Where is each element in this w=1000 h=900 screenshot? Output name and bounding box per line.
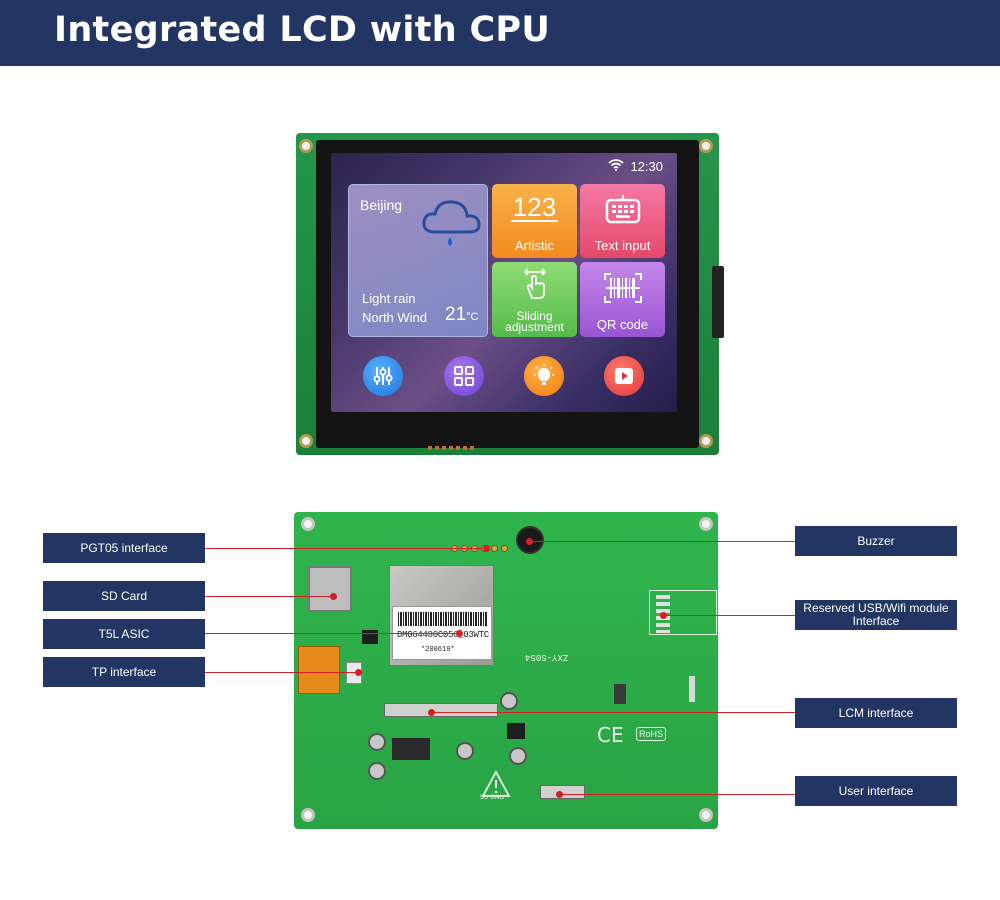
- callout-lcm: LCM interface: [795, 698, 957, 728]
- text-input-tile[interactable]: Text input: [580, 184, 665, 258]
- asic-label-line1: DMG64480C056_03WTC: [397, 630, 489, 640]
- leader-dot-lcm: [428, 709, 435, 716]
- leader-line-buzzer: [529, 541, 795, 542]
- leader-line-user: [559, 794, 795, 795]
- leader-dot-t5l: [456, 630, 463, 637]
- leader-line-lcm: [431, 712, 795, 713]
- callout-usb-wifi-line1: Reserved USB/Wifi module: [803, 601, 949, 615]
- mount-hole: [699, 808, 713, 822]
- leader-dot-tp: [355, 669, 362, 676]
- asic-label-line2: *200619*: [421, 646, 455, 654]
- clock-text: 12:30: [630, 159, 663, 174]
- mount-hole: [299, 139, 313, 153]
- usb-wifi-outline: [649, 590, 717, 635]
- callout-sd-card: SD Card: [43, 581, 205, 611]
- sliders-icon[interactable]: [363, 356, 403, 396]
- callout-usb-wifi-line2: Interface: [852, 614, 900, 628]
- capacitor: [500, 692, 518, 710]
- warning-triangle-icon: [481, 770, 511, 797]
- callout-buzzer: Buzzer: [795, 526, 957, 556]
- capacitor: [368, 733, 386, 751]
- grid-icon[interactable]: [444, 356, 484, 396]
- callout-pgt05: PGT05 interface: [43, 533, 205, 563]
- ic-chip: [507, 723, 525, 739]
- tp-connector: [298, 646, 340, 694]
- lcd-screen: 12:30 Beijing Light rain North Wind 21°C…: [331, 153, 677, 412]
- keyboard-icon: [580, 194, 665, 224]
- status-bar: 12:30: [608, 159, 663, 174]
- mount-hole: [699, 434, 713, 448]
- pads: [689, 676, 695, 702]
- inductor: [392, 738, 430, 760]
- leader-dot-pgt05: [483, 545, 490, 552]
- ce-mark: CE: [597, 723, 624, 747]
- number-icon: 123: [492, 194, 577, 222]
- temperature-unit: °C: [466, 311, 479, 323]
- sliding-label-line2: adjustment: [505, 320, 564, 334]
- leader-dot-usb: [660, 612, 667, 619]
- leader-line-pgt05: [205, 548, 487, 549]
- leader-line-usb: [663, 615, 795, 616]
- mount-hole: [699, 517, 713, 531]
- weather-city: Beijing: [360, 197, 403, 213]
- weather-condition: Light rain: [362, 291, 416, 306]
- weather-temperature: 21°C: [445, 304, 478, 326]
- leader-line-sd: [205, 596, 333, 597]
- capacitor: [509, 747, 527, 765]
- leader-line-tp: [205, 672, 358, 673]
- bulb-icon[interactable]: [524, 356, 564, 396]
- warning-text: SU ONLY: [480, 794, 506, 801]
- callout-t5l-asic: T5L ASIC: [43, 619, 205, 649]
- side-connector: [712, 266, 724, 338]
- sd-card-slot: [308, 566, 352, 612]
- artistic-tile[interactable]: 123 Artistic: [492, 184, 577, 258]
- wifi-icon: [608, 159, 625, 174]
- weather-wind: North Wind: [362, 310, 428, 325]
- mount-hole: [699, 139, 713, 153]
- qr-code-tile[interactable]: QR code: [580, 262, 665, 337]
- play-icon[interactable]: [604, 356, 644, 396]
- swipe-hand-icon: [492, 266, 577, 300]
- leader-dot-sd: [330, 593, 337, 600]
- rain-cloud-icon: [421, 199, 483, 254]
- artistic-label: Artistic: [515, 238, 554, 253]
- barcode: [398, 612, 488, 626]
- capacitor: [456, 742, 474, 760]
- barcode-icon: [580, 272, 665, 304]
- lcm-connector: [384, 703, 498, 717]
- temperature-value: 21: [445, 304, 467, 325]
- callout-tp: TP interface: [43, 657, 205, 687]
- page-title: Integrated LCD with CPU: [54, 10, 551, 50]
- qr-code-label: QR code: [596, 317, 649, 332]
- leader-dot-user: [556, 791, 563, 798]
- header-bar: Integrated LCD with CPU: [0, 0, 1000, 66]
- callout-user: User interface: [795, 776, 957, 806]
- sliding-label-line1: Sliding: [516, 309, 553, 323]
- leader-dot-buzzer: [526, 538, 533, 545]
- back-pcb: [294, 512, 718, 829]
- artistic-icon-text: 123: [510, 192, 559, 222]
- leader-line-t5l: [205, 633, 459, 634]
- mount-hole: [301, 517, 315, 531]
- ic-chip: [614, 684, 626, 704]
- text-input-label: Text input: [594, 238, 651, 253]
- mount-hole: [299, 434, 313, 448]
- mount-hole: [301, 808, 315, 822]
- capacitor: [368, 762, 386, 780]
- pin-strip: [428, 446, 474, 450]
- weather-tile[interactable]: Beijing Light rain North Wind 21°C: [348, 184, 488, 337]
- board-code: ZXY-S054: [525, 652, 569, 662]
- rohs-mark: RoHS: [636, 727, 667, 741]
